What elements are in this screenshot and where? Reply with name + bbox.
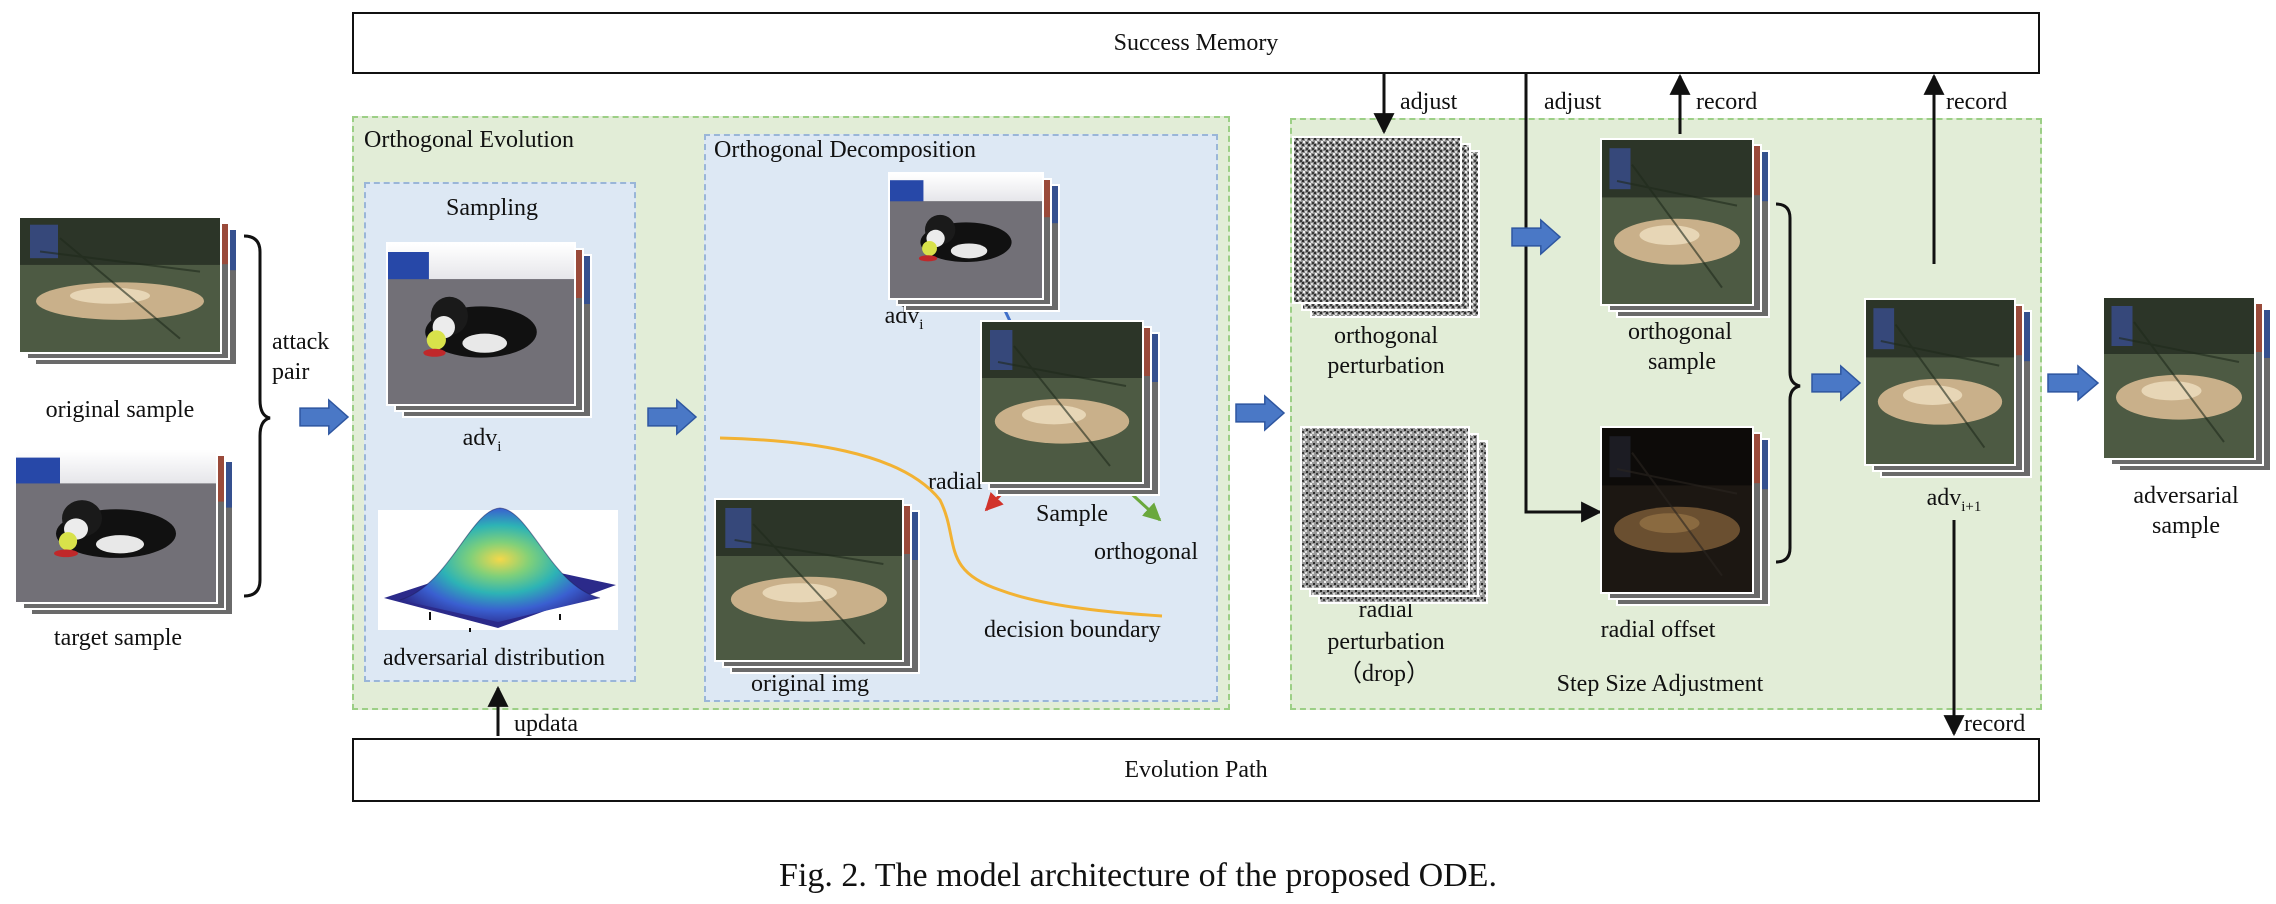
- block-arrow-icon-output: [2047, 364, 2100, 402]
- sampling-adv-sub: i: [497, 438, 502, 455]
- orthogonal-perturbation-label-1: orthogonal: [1334, 323, 1438, 349]
- orthogonal-sample-label-1: orthogonal: [1628, 319, 1732, 345]
- orthogonal-evolution-title: Orthogonal Evolution: [364, 127, 574, 153]
- adversarial-distribution-label: adversarial distribution: [383, 645, 605, 671]
- adv-next-sub: i+1: [1961, 498, 1982, 515]
- attack-pair-brace-icon: [243, 234, 271, 598]
- decision-boundary-label: decision boundary: [984, 617, 1161, 643]
- adv-next-photo-stack-icon: [1864, 298, 2032, 478]
- adversarial-sample-label-1: adversarial: [2133, 483, 2239, 509]
- record-label-2: record: [1946, 89, 2008, 115]
- decomposition-adv-photo-icon: [888, 172, 1060, 312]
- gaussian-surface-icon: [378, 507, 618, 632]
- block-arrow-icon-decomposition: [1235, 394, 1286, 432]
- figure-caption: Fig. 2. The model architecture of the pr…: [779, 857, 1497, 894]
- record-label-1: record: [1696, 89, 1758, 115]
- record-label-3: record: [1964, 711, 2026, 737]
- block-arrow-icon-sampling: [647, 398, 698, 436]
- sampling-title: Sampling: [445, 195, 539, 221]
- evolution-path-label: Evolution Path: [1124, 756, 1268, 783]
- orthogonal-vector-label: orthogonal: [1094, 539, 1198, 565]
- orthogonal-sample-label-2: sample: [1648, 349, 1716, 375]
- orthogonal-decomposition-title: Orthogonal Decomposition: [714, 137, 976, 163]
- adversarial-sample-label-2: sample: [2152, 513, 2220, 539]
- radial-offset-label: radial offset: [1600, 617, 1716, 643]
- merge-brace-icon: [1775, 202, 1801, 564]
- sampling-adv-photo-stack-icon: [386, 242, 592, 418]
- orthogonal-sample-photo-stack-icon: [1600, 138, 1770, 318]
- block-arrow-icon-perturbation: [1511, 218, 1562, 256]
- radial-offset-photo-stack-icon: [1600, 426, 1770, 606]
- orthogonal-perturbation-noise-icon: [1292, 136, 1480, 318]
- original-img-label: original img: [751, 671, 869, 697]
- decomposition-adv-sub: i: [919, 316, 924, 333]
- adjust-label-1: adjust: [1400, 89, 1458, 115]
- adjust-label-2: adjust: [1544, 89, 1602, 115]
- sample-label: Sample: [1036, 501, 1108, 527]
- attack-pair-label-2: pair: [272, 359, 310, 385]
- updata-label: updata: [514, 711, 578, 737]
- evolution-path-bar: Evolution Path: [352, 738, 2040, 802]
- block-arrow-icon-attack: [299, 398, 350, 436]
- adv-next-base: adv: [1926, 485, 1962, 511]
- adv-next-label: advi+1: [1927, 484, 1982, 521]
- sampling-adv-base: adv: [462, 425, 498, 451]
- target-sample-label: target sample: [53, 625, 183, 651]
- sampling-adv-label: advi: [463, 424, 502, 461]
- success-memory-bar: Success Memory: [352, 12, 2040, 74]
- connector-lines: [487, 73, 1965, 737]
- radial-perturbation-noise-icon: [1300, 426, 1488, 604]
- radial-perturbation-label-2: perturbation: [1327, 629, 1445, 655]
- target-sample-photo-stack-icon: [14, 448, 234, 616]
- attack-pair-label-1: attack: [272, 329, 330, 355]
- block-arrow-icon-merge: [1811, 364, 1862, 402]
- decision-boundary-curve: [719, 436, 1163, 618]
- radial-vector-label: radial: [928, 469, 983, 495]
- original-sample-photo-stack-icon: [18, 216, 238, 366]
- sample-photo-stack-icon: [980, 320, 1160, 496]
- orthogonal-perturbation-label-2: perturbation: [1327, 353, 1445, 379]
- original-sample-label: original sample: [45, 397, 195, 423]
- original-img-photo-stack-icon: [714, 498, 920, 674]
- adversarial-sample-photo-stack-icon: [2102, 296, 2272, 472]
- step-size-adjustment-title: Step Size Adjustment: [1556, 671, 1764, 697]
- success-memory-label: Success Memory: [1113, 29, 1279, 56]
- radial-perturbation-label-3: （drop）: [1338, 661, 1430, 687]
